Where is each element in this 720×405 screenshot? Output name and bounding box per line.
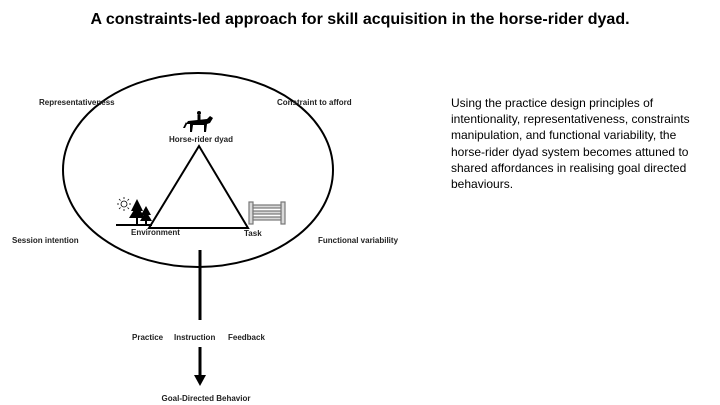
label-session-intention: Session intention (12, 236, 79, 245)
label-horse-rider-dyad: Horse-rider dyad (169, 135, 233, 144)
label-instruction: Instruction (174, 333, 215, 342)
label-feedback: Feedback (228, 333, 265, 342)
horse-rider-icon (183, 111, 213, 132)
label-environment: Environment (131, 228, 180, 237)
sun-icon (117, 197, 131, 211)
label-functional-variability: Functional variability (318, 236, 399, 245)
label-goal-directed-behavior: Goal-Directed Behavior (162, 394, 251, 403)
trees-icon (116, 199, 152, 226)
outcome-arrowhead (194, 375, 206, 386)
label-task: Task (244, 229, 262, 238)
label-representativeness: Representativeness (39, 98, 115, 107)
description-text: Using the practice design principles of … (451, 96, 690, 192)
slide-title: A constraints-led approach for skill acq… (90, 11, 630, 28)
constraints-ellipse (62, 72, 334, 268)
label-constraint-to-afford: Constraint to afford (277, 98, 352, 107)
fence-icon (248, 201, 286, 225)
label-practice: Practice (132, 333, 164, 342)
dyad-triangle (147, 144, 250, 229)
